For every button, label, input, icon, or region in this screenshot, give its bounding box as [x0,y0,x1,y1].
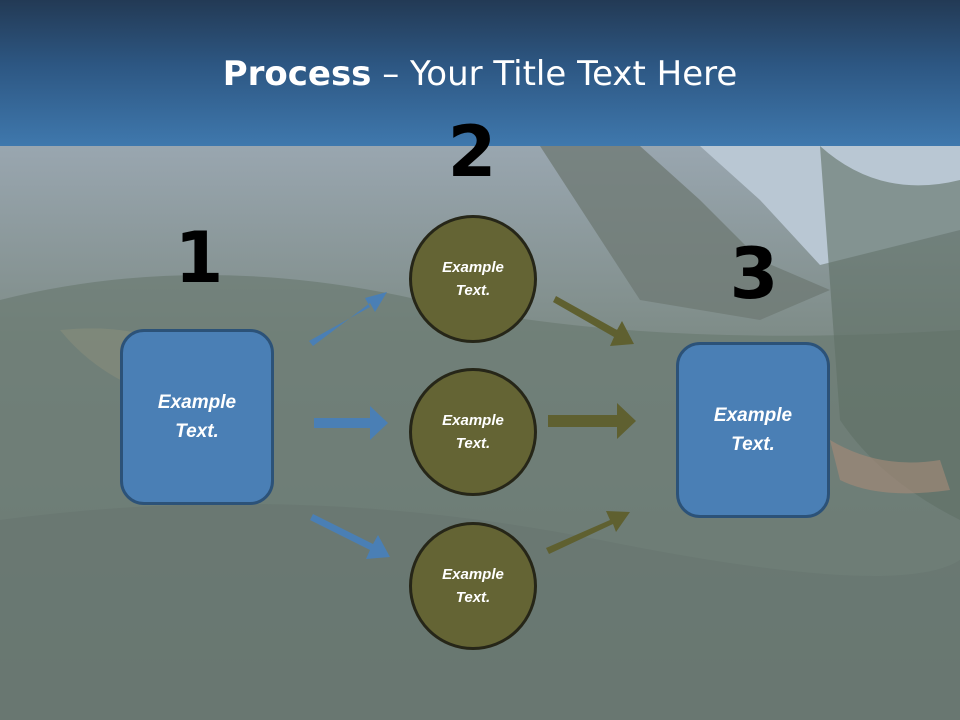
step-number-2: 2 [447,111,497,193]
circle-middle: Example Text. [409,368,537,496]
title-band [0,0,960,146]
right-box-text: Example Text. [713,405,793,455]
arrow-olive-right [548,403,636,439]
arrow-down-right [310,514,390,559]
circle-bottom-text: Example Text. [442,566,504,606]
left-process-box: Example Text. [120,329,274,505]
circle-bottom: Example Text. [409,522,537,650]
title-bold: Process [222,54,372,94]
title-rest: – Your Title Text Here [371,54,738,94]
arrow-right-mid [314,406,388,440]
arrow-olive-up-right [546,511,630,554]
circle-top-text: Example Text. [442,259,504,299]
arrow-olive-down-right [553,296,634,346]
circle-middle-text: Example Text. [442,412,504,452]
arrow-up-right [309,292,387,346]
slide-title: Process – Your Title Text Here [0,52,960,96]
circle-top: Example Text. [409,215,537,343]
right-process-box: Example Text. [676,342,830,518]
step-number-1: 1 [174,217,224,299]
left-box-text: Example Text. [157,392,237,442]
step-number-3: 3 [729,233,779,315]
